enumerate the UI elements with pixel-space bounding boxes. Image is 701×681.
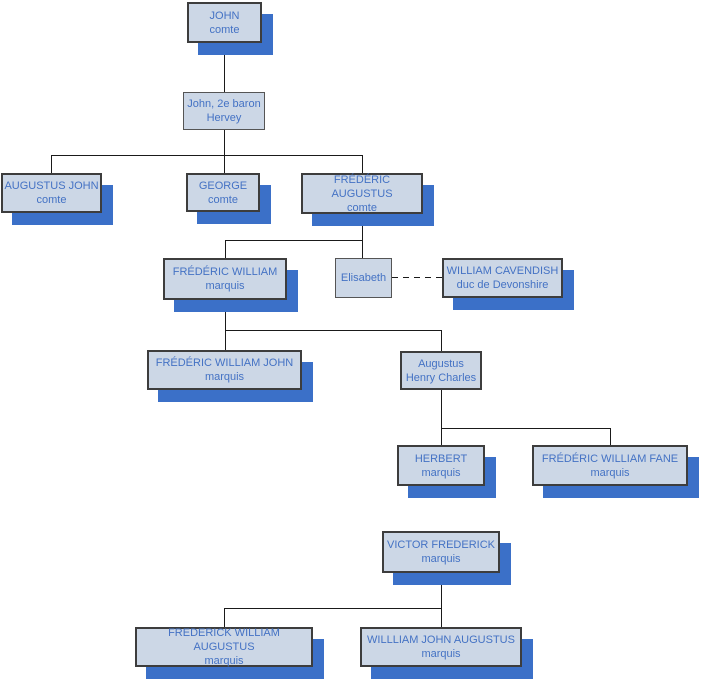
- node-name: FRÉDÉRIC WILLIAM: [172, 266, 278, 278]
- node-victor-frederick: VICTOR FREDERICK marquis: [382, 531, 500, 573]
- node-elisabeth: Elisabeth: [335, 258, 392, 298]
- node-title: marquis: [204, 655, 244, 667]
- node-frederic-william-fane: FRÉDÉRIC WILLIAM FANE marquis: [532, 445, 688, 486]
- connector-line: [362, 214, 363, 258]
- node-herbert: HERBERT marquis: [397, 445, 485, 486]
- node-frederick-william-augustus: FREDERICK WILLIAM AUGUSTUS marquis: [135, 627, 313, 667]
- node-title: comte: [347, 201, 377, 214]
- connector-line: [441, 330, 442, 351]
- node-name: Elisabeth: [340, 272, 387, 284]
- connector-line: [441, 428, 442, 445]
- node-title: marquis: [205, 280, 245, 292]
- node-name: WILLLIAM JOHN AUGUSTUS: [367, 634, 515, 646]
- node-frederic-william-john: FRÉDÉRIC WILLIAM JOHN marquis: [147, 350, 302, 390]
- node-title: comte: [209, 23, 240, 36]
- connector-line: [441, 390, 442, 428]
- connector-line: [441, 608, 442, 627]
- node-willliam-john-augustus: WILLLIAM JOHN AUGUSTUS marquis: [360, 627, 522, 667]
- connector-line: [225, 300, 226, 330]
- node-william-cavendish: WILLIAM CAVENDISH duc de Devonshire: [442, 258, 563, 298]
- node-hervey: John, 2e baron Hervey: [183, 92, 265, 130]
- connector-line: [225, 330, 442, 331]
- connector-line: [224, 43, 225, 92]
- node-augustus-john: AUGUSTUS JOHN comte: [1, 173, 102, 213]
- connector-line: [51, 155, 52, 173]
- node-name: Augustus: [418, 357, 464, 370]
- marriage-dashed-line: [392, 277, 442, 278]
- connector-line: [225, 240, 362, 241]
- node-title: marquis: [421, 648, 461, 660]
- node-title: marquis: [204, 371, 245, 383]
- node-title: marquis: [590, 466, 630, 479]
- node-title: Hervey: [206, 112, 242, 124]
- node-name: FRÉDÉRIC AUGUSTUS: [331, 173, 393, 200]
- connector-line: [224, 155, 225, 173]
- node-name: VICTOR FREDERICK: [387, 539, 495, 551]
- node-name: WILLIAM CAVENDISH: [446, 265, 559, 277]
- connector-line: [362, 155, 363, 173]
- node-name: JOHN: [209, 9, 240, 22]
- node-frederic-augustus: FRÉDÉRIC AUGUSTUS comte: [301, 173, 423, 214]
- connector-line: [225, 240, 226, 258]
- node-john: JOHN comte: [187, 2, 262, 43]
- connector-line: [441, 428, 611, 429]
- node-title: Henry Charles: [405, 371, 477, 384]
- node-title: marquis: [421, 553, 461, 565]
- node-name: AUGUSTUS JOHN: [4, 180, 99, 192]
- node-name: FREDERICK WILLIAM AUGUSTUS: [168, 627, 280, 653]
- node-name: FRÉDÉRIC WILLIAM FANE: [541, 452, 679, 465]
- node-name: John, 2e baron: [187, 98, 261, 110]
- connector-line: [51, 155, 363, 156]
- node-name: HERBERT: [414, 452, 468, 465]
- node-title: comte: [36, 194, 67, 206]
- connector-line: [225, 330, 226, 350]
- node-title: marquis: [421, 466, 461, 479]
- connector-line: [610, 428, 611, 445]
- node-title: comte: [208, 193, 238, 206]
- connector-line: [224, 608, 225, 627]
- node-frederic-william: FRÉDÉRIC WILLIAM marquis: [163, 258, 287, 300]
- node-augustus-henry-charles: Augustus Henry Charles: [400, 351, 482, 390]
- connector-line: [224, 130, 225, 156]
- connector-line: [441, 573, 442, 608]
- node-name: FRÉDÉRIC WILLIAM JOHN: [155, 357, 294, 369]
- connector-line: [224, 608, 442, 609]
- node-name: GEORGE: [198, 179, 248, 192]
- node-george: GEORGE comte: [186, 173, 260, 212]
- node-title: duc de Devonshire: [456, 279, 549, 291]
